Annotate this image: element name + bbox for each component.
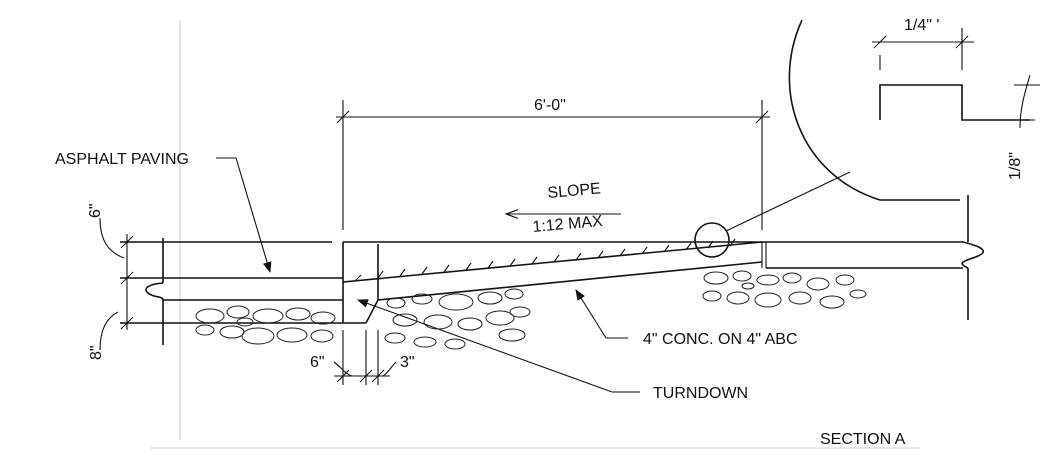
- detail-callout: [694, 19, 1040, 258]
- leaders: [216, 157, 640, 393]
- base-depth-dim: 8": [88, 345, 105, 360]
- asphalt-depth-dim: 6": [87, 203, 104, 218]
- slope-label: SLOPE: [547, 180, 602, 202]
- concrete-label: 4" CONC. ON 4" ABC: [643, 331, 798, 348]
- ramp-slab: [342, 241, 963, 324]
- detail-depth-dim: 1/8": [1007, 152, 1024, 180]
- slope-ratio-label: 1:12 MAX: [532, 213, 604, 236]
- right-wall: [961, 195, 985, 320]
- slope-hatch: [354, 238, 736, 282]
- asphalt-label: ASPHALT PAVING: [55, 151, 189, 168]
- turndown-width-dim: 6": [310, 354, 325, 371]
- turndown-label: TURNDOWN: [653, 385, 748, 402]
- pavement-layers: [120, 241, 343, 324]
- top-dimension: [336, 100, 770, 230]
- section-title: SECTION A: [820, 431, 906, 448]
- left-dimension: [99, 217, 134, 351]
- left-wall: [145, 238, 164, 345]
- top-width-dim: 6'-0": [534, 97, 566, 114]
- background-guides: [150, 20, 920, 449]
- turndown-offset-dim: 3": [400, 354, 415, 371]
- bottom-dimension: [333, 330, 397, 385]
- detail-width-dim: 1/4" ': [904, 17, 939, 34]
